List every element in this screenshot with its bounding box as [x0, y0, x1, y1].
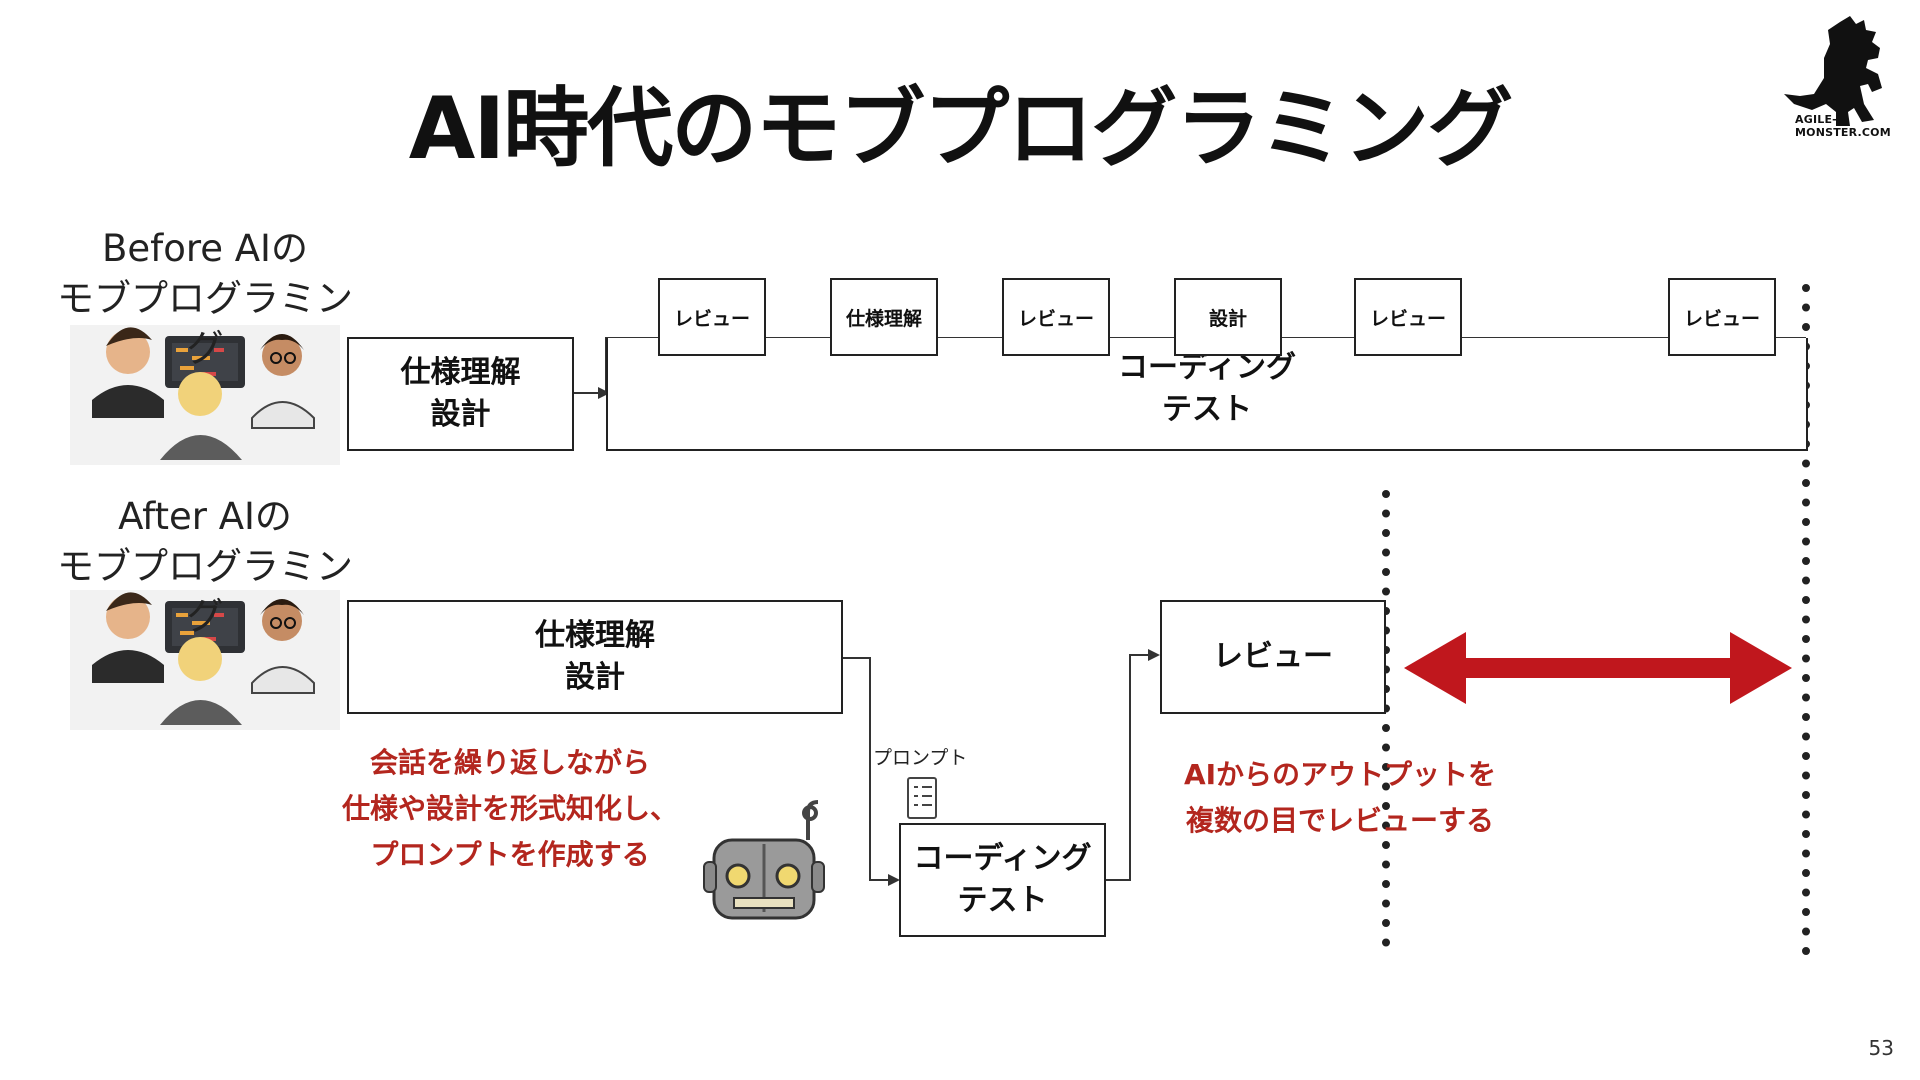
mob-team-illustration-after — [70, 590, 340, 730]
logo-text[interactable]: AGILE-MONSTER.COM — [1795, 113, 1891, 139]
after-connectors — [843, 654, 1156, 881]
before-arrow-head — [598, 387, 610, 399]
page-number: 53 — [1868, 1036, 1894, 1060]
double-arrow-icon — [1404, 632, 1792, 704]
note-left-line3: プロンプトを作成する — [370, 838, 650, 871]
before-coding-test-box: コーディングテスト — [606, 338, 1808, 451]
after-review-box: レビュー — [1160, 600, 1386, 714]
note-left-line2: 仕様や設計を形式知化し、 — [341, 792, 678, 825]
after-label: After AIの モブプログラミング — [40, 492, 370, 642]
note-left: 会話を繰り返しながら 仕様や設計を形式知化し、 プロンプトを作成する — [300, 740, 720, 878]
before-step-spec: 仕様理解 — [830, 278, 938, 356]
before-spec-design-box: 仕様理解設計 — [347, 337, 574, 451]
godzilla-silhouette-icon — [1784, 16, 1882, 126]
before-label-line1: Before AIの — [102, 227, 308, 270]
before-step-review-1: レビュー — [658, 278, 766, 356]
before-step-review-2: レビュー — [1002, 278, 1110, 356]
after-label-line1: After AIの — [118, 495, 292, 538]
before-step-review-3: レビュー — [1354, 278, 1462, 356]
before-step-design: 設計 — [1174, 278, 1282, 356]
checklist-icon — [907, 777, 937, 819]
after-arrow-head-2 — [1148, 649, 1160, 661]
note-right: AIからのアウトプットを 複数の目でレビューする — [1140, 752, 1540, 844]
note-right-line1: AIからのアウトプットを — [1183, 758, 1497, 791]
mob-team-illustration-before — [70, 325, 340, 465]
note-right-line2: 複数の目でレビューする — [1185, 804, 1494, 837]
before-label-line2: モブプログラミング — [57, 277, 353, 370]
note-left-line1: 会話を繰り返しながら — [369, 746, 650, 779]
robot-head-icon — [703, 800, 825, 920]
prompt-label: プロンプト — [873, 747, 968, 769]
after-arrow-head-1 — [888, 874, 900, 886]
after-label-line2: モブプログラミング — [57, 545, 353, 638]
before-step-review-4: レビュー — [1668, 278, 1776, 356]
after-spec-design-box: 仕様理解設計 — [347, 600, 843, 714]
slide-title: AI時代のモブプログラミング — [408, 79, 1514, 179]
before-label: Before AIの モブプログラミング — [40, 224, 370, 374]
after-coding-test-box: コーディングテスト — [899, 823, 1106, 937]
